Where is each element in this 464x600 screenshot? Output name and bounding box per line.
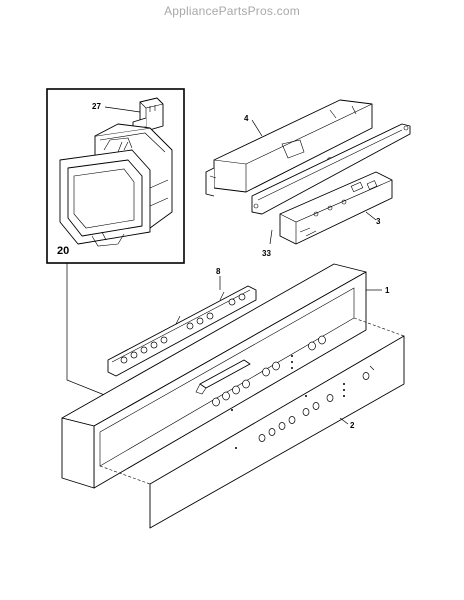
callout-27: 27 [92,102,101,111]
callout-33: 33 [262,249,271,258]
projection-lines [99,317,405,485]
part-4-bracket-housing [205,99,373,197]
callout-1: 1 [385,286,390,295]
callout-4: 4 [244,114,249,123]
part-8-switch-board [107,285,257,377]
callout-20: 20 [57,245,69,257]
callout-8: 8 [216,267,221,276]
part-2-overlay [149,335,405,529]
callout-3: 3 [376,217,381,226]
inset-detail-box [46,88,185,399]
callout-2: 2 [350,421,355,430]
part-20-dispenser-housing [59,123,173,247]
part-3-circuit-board [279,171,393,245]
part-33-mounting-plate [251,123,411,215]
watermark-text: AppliancePartsPros.com [164,4,300,18]
part-1-control-panel [61,263,367,489]
